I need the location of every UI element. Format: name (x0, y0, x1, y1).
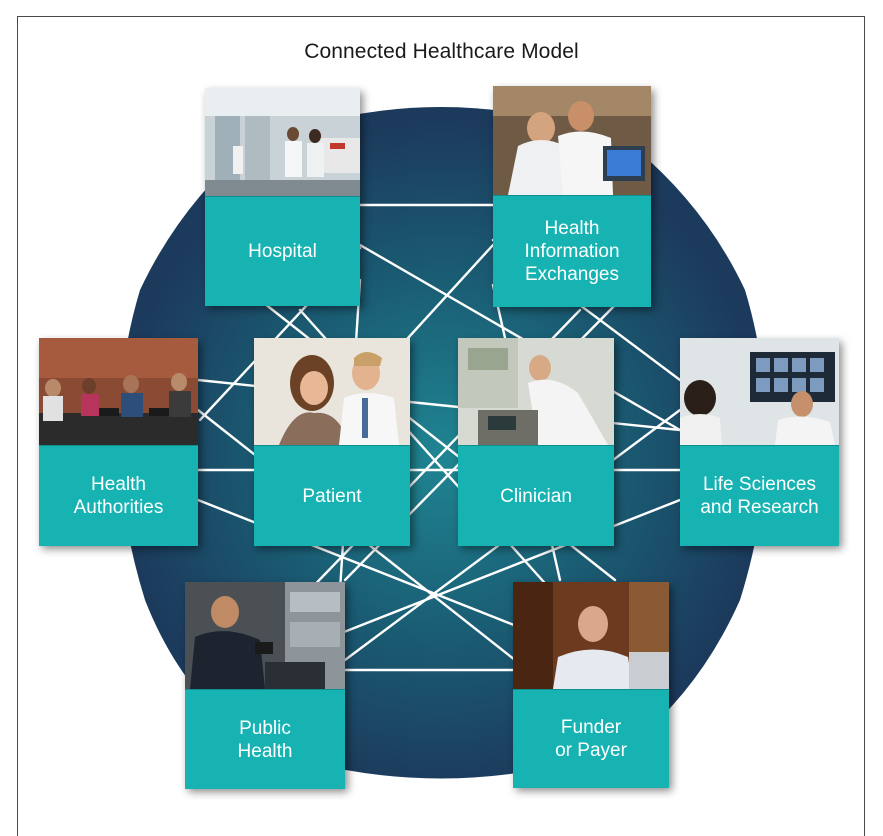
hospital-label: Hospital (205, 196, 360, 306)
life-sciences-label: Life Sciences and Research (680, 445, 839, 546)
node-health-authorities: Health Authorities (39, 338, 198, 546)
hie-label: Health Information Exchanges (493, 195, 651, 307)
businessman-photo (513, 582, 669, 689)
paramedic-photo (185, 582, 345, 689)
public-health-label: Public Health (185, 689, 345, 789)
node-health-information-exchanges: Health Information Exchanges (493, 86, 651, 307)
node-patient: Patient (254, 338, 410, 546)
health-authorities-label: Health Authorities (39, 445, 198, 546)
node-clinician: Clinician (458, 338, 614, 546)
diagram-title: Connected Healthcare Model (304, 40, 579, 63)
node-funder-or-payer: Funder or Payer (513, 582, 669, 788)
meeting-room-photo (39, 338, 198, 445)
hospital-corridor-photo (205, 88, 360, 196)
patient-label: Patient (254, 445, 410, 546)
node-life-sciences-and-research: Life Sciences and Research (680, 338, 839, 546)
patient-and-doctor-photo (254, 338, 410, 445)
node-hospital: Hospital (205, 88, 360, 306)
clinician-at-equipment-photo (458, 338, 614, 445)
doctors-at-monitor-photo (493, 86, 651, 195)
node-public-health: Public Health (185, 582, 345, 789)
clinician-label: Clinician (458, 445, 614, 546)
researchers-at-scans-photo (680, 338, 839, 445)
figure-frame (17, 16, 865, 836)
funder-label: Funder or Payer (513, 689, 669, 788)
